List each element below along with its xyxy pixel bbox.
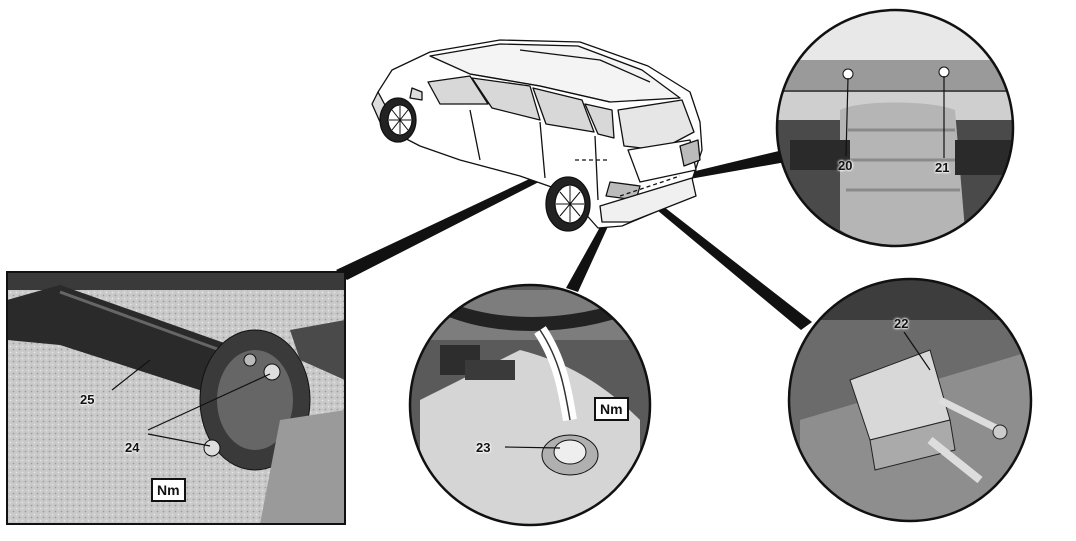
callout-25: 25 [80, 392, 95, 407]
torque-badge-left: Nm [151, 478, 186, 502]
detail-view-sensor [787, 277, 1033, 523]
callout-20: 20 [838, 158, 853, 173]
callout-24: 24 [125, 440, 140, 455]
callout-21: 21 [935, 160, 950, 175]
detail-view-axle [775, 8, 1015, 248]
callout-22: 22 [894, 316, 909, 331]
car-illustration [371, 39, 703, 232]
rear-wheel [545, 176, 591, 232]
torque-badge-middle: Nm [594, 397, 629, 421]
callout-23: 23 [476, 440, 491, 455]
front-wheel [379, 97, 417, 143]
